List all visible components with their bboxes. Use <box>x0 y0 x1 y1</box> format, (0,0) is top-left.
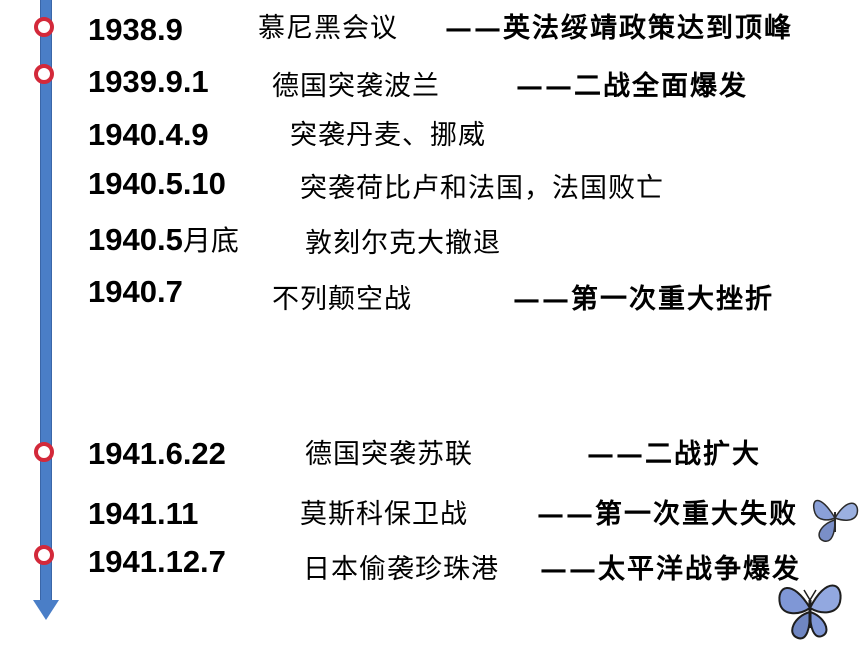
timeline-date: 1940.5.10 <box>88 166 226 201</box>
timeline-note: ——二战全面爆发 <box>516 71 748 102</box>
timeline-date: 1941.6.22 <box>88 436 226 471</box>
timeline-event: 敦刻尔克大撤退 <box>305 228 501 259</box>
timeline-note: ——第一次重大挫折 <box>513 284 774 315</box>
butterfly-icon <box>778 584 842 640</box>
timeline-marker <box>34 64 54 84</box>
timeline-marker <box>34 545 54 565</box>
timeline-event: 突袭丹麦、挪威 <box>290 120 486 151</box>
timeline-date: 1941.11 <box>88 496 199 531</box>
timeline-axis <box>40 0 52 602</box>
timeline-event: 日本偷袭珍珠港 <box>303 554 499 585</box>
timeline-note: ——英法绥靖政策达到顶峰 <box>445 13 793 44</box>
timeline-date: 1938.9 <box>88 12 183 47</box>
timeline-event: 慕尼黑会议 <box>258 13 398 44</box>
timeline-date-number: 1940.5 <box>88 222 183 257</box>
timeline-arrowhead <box>33 600 59 620</box>
timeline-date: 1941.12.7 <box>88 544 226 579</box>
timeline-event: 突袭荷比卢和法国，法国败亡 <box>300 173 664 204</box>
timeline-marker <box>34 17 54 37</box>
timeline-date-suffix: 月底 <box>182 224 239 257</box>
timeline-note: ——第一次重大失败 <box>537 499 798 530</box>
timeline-marker <box>34 442 54 462</box>
timeline-date: 1940.7 <box>88 274 183 309</box>
timeline-date: 1939.9.1 <box>88 64 209 99</box>
timeline-event: 德国突袭苏联 <box>305 439 473 470</box>
butterfly-icon <box>813 499 859 542</box>
timeline-event: 莫斯科保卫战 <box>300 499 468 530</box>
timeline-note: ——二战扩大 <box>587 439 761 470</box>
timeline-date: 1940.5月底 <box>88 219 239 259</box>
timeline-event: 不列颠空战 <box>272 284 412 315</box>
timeline-note: ——太平洋战争爆发 <box>540 554 801 585</box>
timeline-date: 1940.4.9 <box>88 117 209 152</box>
timeline-event: 德国突袭波兰 <box>272 71 440 102</box>
